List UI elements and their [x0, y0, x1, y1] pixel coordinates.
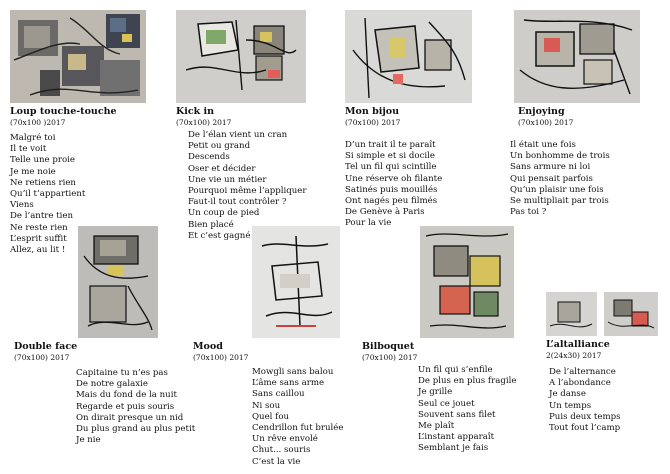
poem-mood: Mowgli sans balou L’âme sans arme Sans c…: [252, 367, 343, 468]
title-altalliance: L’altalliance: [546, 339, 610, 350]
poem-line: Il était une fois: [510, 140, 576, 150]
poem-line: Descends: [188, 152, 230, 163]
poem-line: De notre galaxie: [76, 379, 148, 390]
size-double-face: (70x100) 2017: [14, 353, 70, 362]
poem-line: De Genève à Paris: [345, 207, 425, 218]
title-double-face: Double face: [14, 341, 78, 352]
poem-line: Petit ou grand: [188, 141, 251, 152]
poem-line: L’instant apparaît: [418, 432, 495, 443]
poem-line: Mowgli sans balou: [252, 367, 334, 377]
poem-line: Faut-il tout contrôler ?: [188, 197, 287, 208]
poem-line: Je nie: [76, 435, 101, 446]
artwork-altalliance-left: [546, 292, 597, 336]
poem-line: Telle une proie: [10, 155, 75, 166]
poem-line: Allez, au lit !: [10, 244, 66, 255]
poem-line: Qu’il t’appartient: [10, 188, 86, 199]
poem-double-face: Capitaine tu n’es pas De notre galaxie M…: [76, 368, 195, 446]
poem-line: Me plaît: [418, 420, 455, 431]
poem-line: Je danse: [549, 389, 586, 400]
poem-line: Une vie un métier: [188, 174, 267, 185]
poem-line: Ne retiens rien: [10, 177, 76, 188]
size-bilboquet: (70x100) 2017: [362, 353, 418, 362]
poem-line: De l’alternance: [549, 367, 616, 377]
title-mood: Mood: [193, 341, 223, 352]
poem-line: Tout fout l’camp: [549, 422, 621, 433]
poem-line: Chut... souris: [252, 445, 311, 456]
poem-enjoying: Il était une fois Un bonhomme de trois S…: [510, 140, 610, 218]
poem-mon-bijou: D’un trait il te paraît Si simple et si …: [345, 140, 442, 230]
poem-line: Qu’un plaisir une fois: [510, 184, 604, 195]
poem-line: Ni sou: [252, 400, 281, 411]
title-mon-bijou: Mon bijou: [345, 106, 399, 117]
artwork-mon-bijou: [345, 10, 472, 103]
artwork-enjoying: [514, 10, 640, 103]
poem-line: Semblant je fais: [418, 443, 489, 454]
poem-line: De l’antre tien: [10, 211, 74, 222]
poem-line: Malgré toi: [10, 133, 56, 143]
poem-line: Viens: [10, 200, 34, 211]
poem-line: Se multipliait par trois: [510, 195, 609, 206]
poem-line: C’est la vie: [252, 456, 301, 467]
poem-line: Seul ce jouet: [418, 398, 475, 409]
poem-line: De plus en plus fragile: [418, 376, 517, 387]
poem-line: D’un trait il te paraît: [345, 140, 436, 150]
poem-line: Du plus grand au plus petit: [76, 423, 196, 434]
poem-line: A l’abondance: [549, 378, 611, 389]
poem-line: Souvent sans filet: [418, 409, 496, 420]
poem-kick-in: De l’élan vient un cran Petit ou grand D…: [188, 130, 306, 242]
artwork-double-face: [78, 226, 158, 338]
poem-line: Il te voit: [10, 144, 47, 155]
poem-line: Bien placé: [188, 219, 234, 230]
poem-line: De l’élan vient un cran: [188, 130, 288, 140]
size-loup-touche-touche: (70x100 )2017: [10, 118, 66, 127]
size-enjoying: (70x100) 2017: [518, 118, 574, 127]
poem-line: Regarde et puis souris: [76, 401, 175, 412]
poem-line: Puis deux temps: [549, 411, 621, 422]
poem-line: Un fil qui s’enfile: [418, 365, 493, 375]
title-bilboquet: Bilboquet: [362, 341, 415, 352]
poem-line: Qui pensait parfois: [510, 173, 593, 184]
poem-loup-touche-touche: Malgré toi Il te voit Telle une proie Je…: [10, 133, 85, 256]
title-loup-touche-touche: Loup touche-touche: [10, 106, 117, 117]
size-mon-bijou: (70x100) 2017: [345, 118, 401, 127]
poem-line: Un rêve envolé: [252, 434, 318, 445]
artwork-loup-touche-touche: [10, 10, 146, 103]
artwork-bilboquet: [420, 226, 514, 338]
poem-line: Satinés puis mouillés: [345, 184, 438, 195]
poem-line: Quel fou: [252, 411, 290, 422]
artwork-altalliance-right: [604, 292, 658, 336]
poem-line: Pour la vie: [345, 218, 392, 229]
size-kick-in: (70x100) 2017: [176, 118, 232, 127]
poem-line: Je grille: [418, 387, 453, 398]
poem-line: On dirait presque un nid: [76, 412, 184, 423]
poem-line: Un coup de pied: [188, 208, 260, 219]
poem-line: Je me noie: [10, 166, 56, 177]
poem-line: Tel un fil qui scintille: [345, 162, 437, 173]
poem-line: Cendrillon fut brulée: [252, 422, 344, 433]
poem-line: Pas toi ?: [510, 207, 547, 218]
artwork-mood: [252, 226, 340, 338]
artwork-kick-in: [176, 10, 306, 103]
poem-line: Ont nagés peu filmés: [345, 195, 438, 206]
poem-line: Une réserve oh filante: [345, 173, 443, 184]
title-enjoying: Enjoying: [518, 106, 565, 117]
title-kick-in: Kick in: [176, 106, 215, 117]
size-mood: (70x100) 2017: [193, 353, 249, 362]
poem-line: L’âme sans arme: [252, 378, 325, 389]
poem-line: L’esprit suffit: [10, 233, 67, 244]
poem-line: Sans caillou: [252, 389, 305, 400]
poem-line: Pourquoi même l’appliquer: [188, 185, 307, 196]
poem-line: Sans armure ni loi: [510, 162, 591, 173]
poem-line: Oser et décider: [188, 163, 256, 174]
poem-line: Mais du fond de la nuit: [76, 390, 177, 401]
poem-line: Capitaine tu n’es pas: [76, 368, 168, 378]
poem-line: Si simple et si docile: [345, 151, 435, 162]
size-altalliance: 2(24x30) 2017: [546, 351, 602, 360]
poem-line: Et c’est gagné: [188, 230, 251, 241]
poem-bilboquet: Un fil qui s’enfile De plus en plus frag…: [418, 365, 516, 455]
poem-altalliance: De l’alternance A l’abondance Je danse U…: [549, 367, 621, 434]
poem-line: Ne reste rien: [10, 222, 68, 233]
poem-line: Un temps: [549, 400, 592, 411]
poem-line: Un bonhomme de trois: [510, 151, 610, 162]
